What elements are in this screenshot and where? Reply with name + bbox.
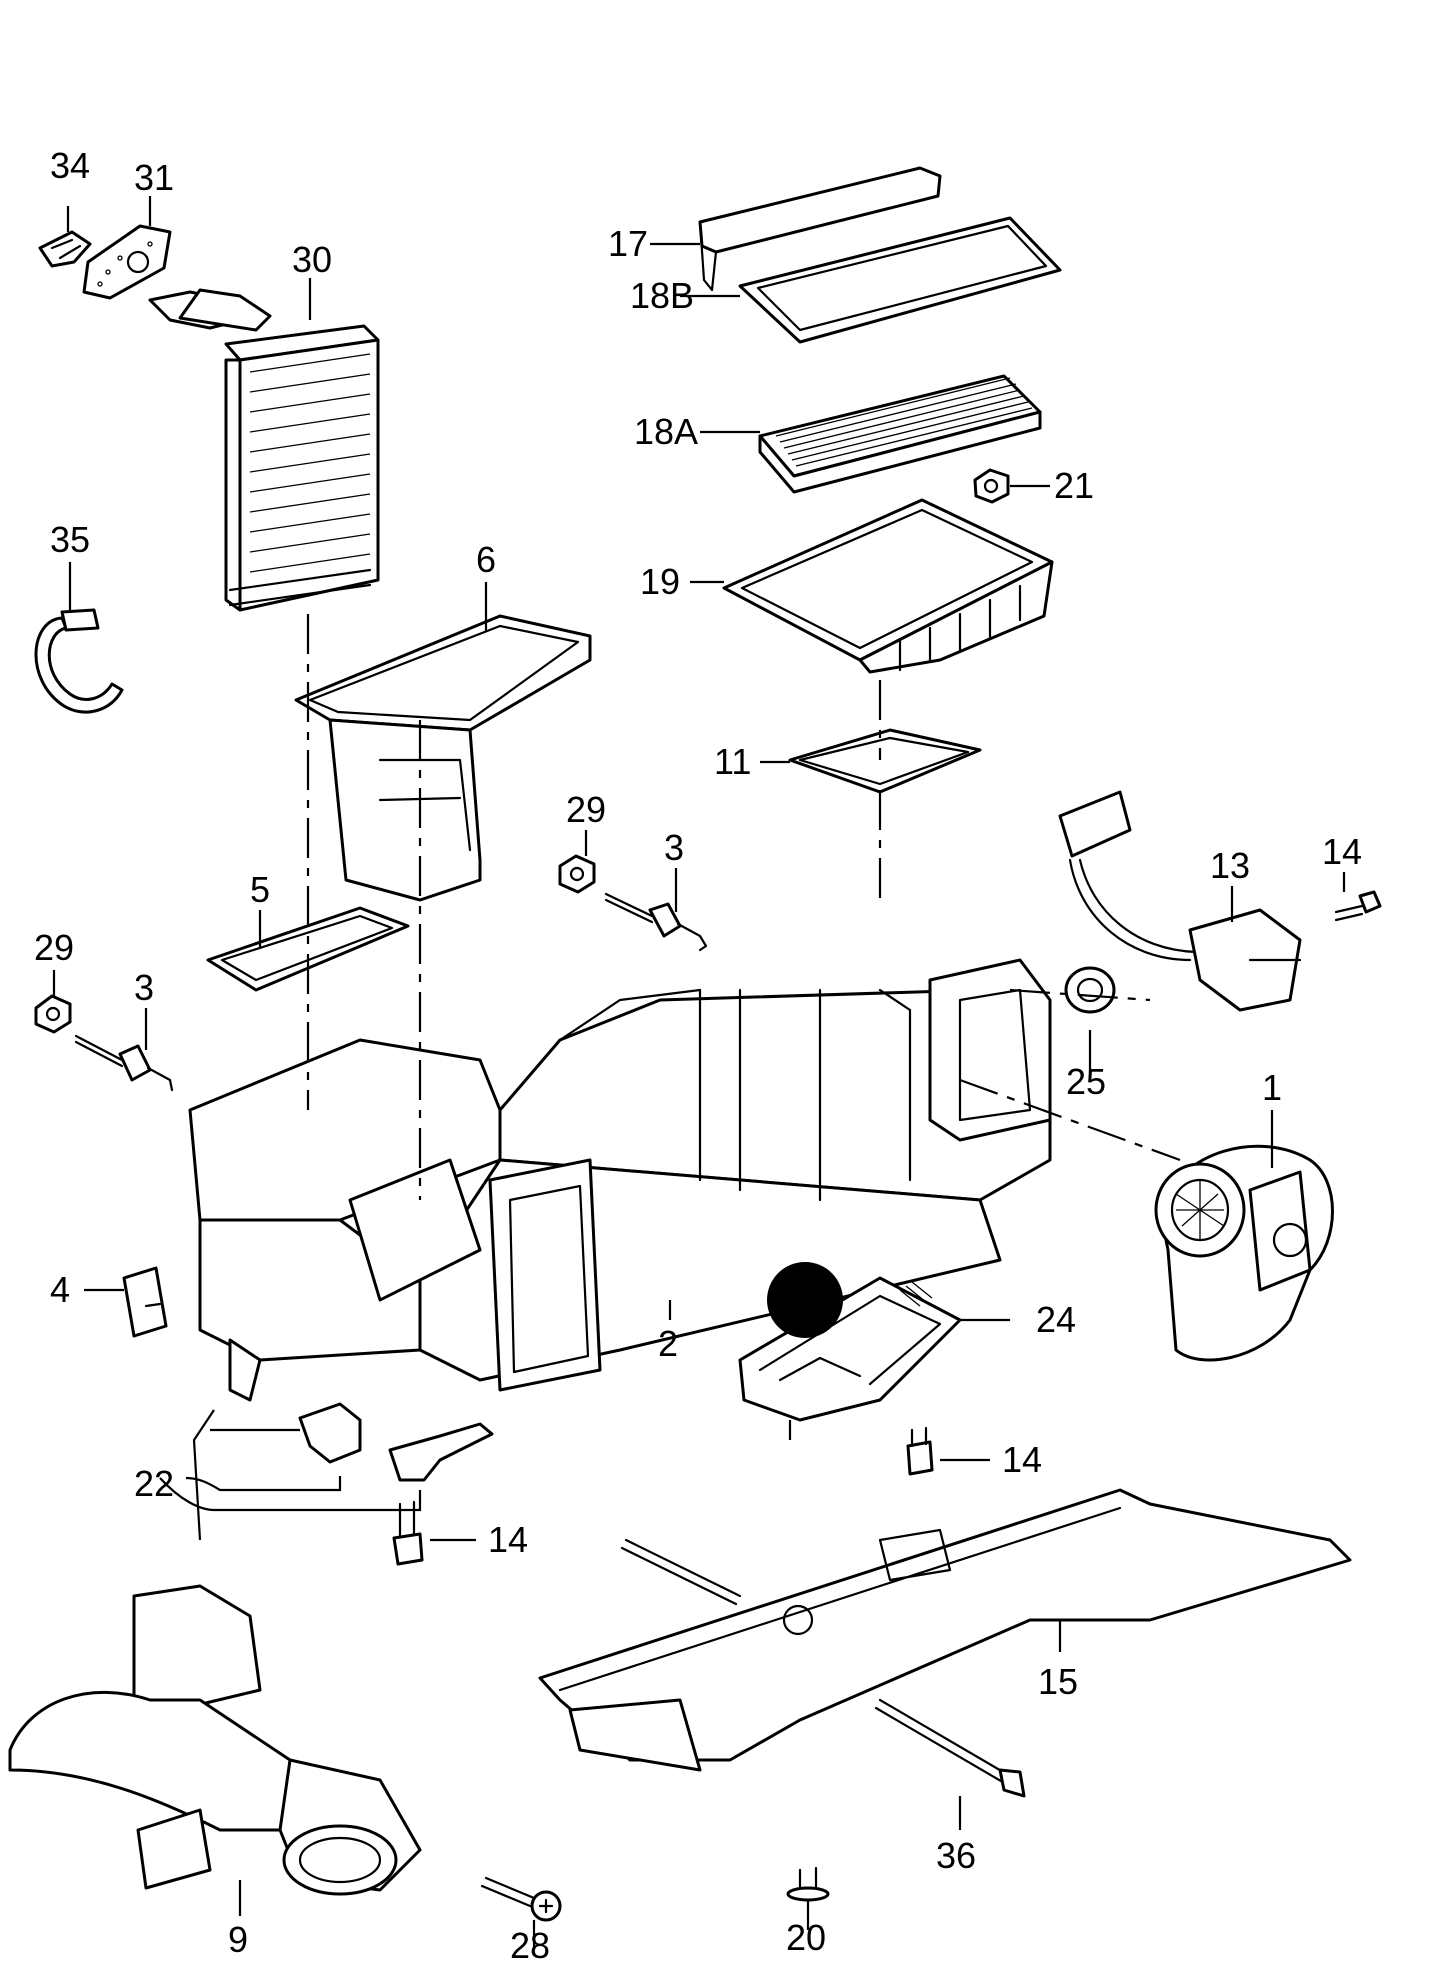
callout-28: 28 [510,1925,550,1966]
part-15-floor-channel [538,1488,1352,1772]
callout-36: 36 [936,1835,976,1876]
callout-3a: 3 [664,827,684,868]
callout-18b: 18B [630,275,694,316]
part-9-footwell-duct [8,1584,422,1896]
callout-6: 6 [476,539,496,580]
callout-2: 2 [658,1323,678,1364]
assembly-lines [306,614,1181,1440]
part-3a-stud [604,892,708,952]
part-29b-nut [34,994,72,1034]
callout-labels: 34 31 30 35 17 18B 18A 21 19 6 11 29 3 1… [34,145,1362,1966]
leader-lines [52,196,1346,1950]
callout-15: 15 [1038,1661,1078,1702]
callout-4: 4 [50,1269,70,1310]
part-25-grommet [1064,966,1116,1014]
part-11-gasket [788,728,982,794]
part-14a-screw [1334,890,1382,922]
part-17-cover-strip [698,166,942,292]
part-29a-nut [558,854,596,894]
part-3b-stud [74,1034,174,1092]
part-24-resistor [738,1276,962,1422]
part-31-gasket [82,224,172,300]
cable-tie-upper [620,1538,742,1606]
part-14b-screw [906,1426,934,1476]
part-35-clip [34,608,124,714]
part-28-screw [480,1876,562,1922]
part-13-actuator-harness [1058,790,1302,1012]
callout-20: 20 [786,1917,826,1958]
callout-17: 17 [608,223,648,264]
callout-24: 24 [1036,1299,1076,1340]
callout-14b: 14 [1002,1439,1042,1480]
callout-13: 13 [1210,845,1250,886]
callout-22: 22 [134,1463,174,1504]
marker-dot [767,1262,843,1338]
callout-1: 1 [1262,1067,1282,1108]
callout-11: 11 [714,741,751,782]
part-14c-screw [392,1500,424,1566]
callout-19: 19 [640,561,680,602]
part-21-nut [973,468,1010,504]
callout-34: 34 [50,145,90,186]
core-fins [249,353,371,573]
part-36-cable-tie [874,1698,1026,1798]
part-34-hose-clamp [38,230,92,268]
part-4-clip [122,1266,168,1338]
callout-5: 5 [250,869,270,910]
callout-35: 35 [50,519,90,560]
part-6-air-duct [294,614,592,902]
callout-29b: 29 [34,927,74,968]
callout-30: 30 [292,239,332,280]
part-19-filter-housing [722,498,1054,674]
callout-29a: 29 [566,789,606,830]
callout-14c: 14 [488,1519,528,1560]
callout-25: 25 [1066,1061,1106,1102]
callout-21: 21 [1054,465,1094,506]
callout-14a: 14 [1322,831,1362,872]
part-22-brackets [298,1402,494,1482]
callout-9: 9 [228,1919,248,1960]
part-20-clip [786,1866,830,1902]
part-18b-filter-frame [738,216,1062,344]
part-5-gasket [206,906,410,992]
part-18a-pollen-filter [758,374,1042,494]
callout-18a: 18A [634,411,698,452]
part-1-blower-motor [1154,1144,1334,1362]
callout-3b: 3 [134,967,154,1008]
part-2-heater-housing [188,958,1052,1402]
part-30-heat-exchanger [148,288,380,612]
callout-31: 31 [134,157,174,198]
